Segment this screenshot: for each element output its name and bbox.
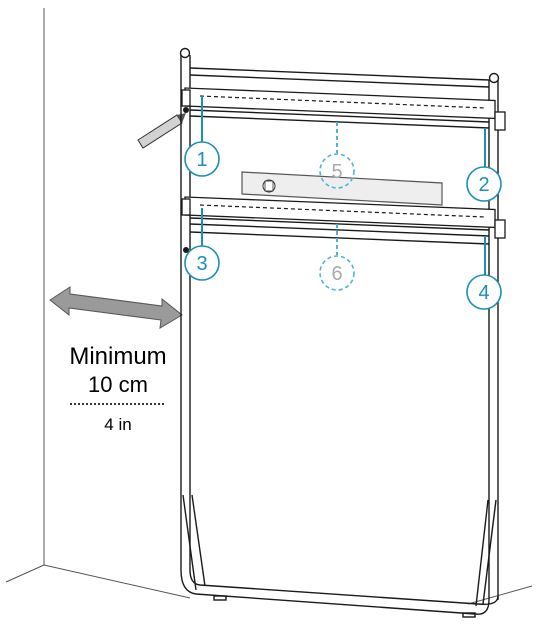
callout-3: 3 (184, 245, 220, 281)
distance-arrow (49, 286, 183, 329)
lower-bracket (181, 196, 506, 239)
mounting-points (183, 107, 189, 253)
minimum-label: Minimum (69, 343, 166, 370)
callout-4-label: 4 (478, 282, 489, 304)
callout-6: 6 (319, 255, 355, 291)
wall (5, 8, 533, 605)
upper-bracket (181, 87, 506, 131)
callout-1: 1 (184, 141, 220, 177)
callout-1-label: 1 (196, 149, 207, 171)
callout-2: 2 (466, 166, 502, 202)
callout-6-label: 6 (331, 263, 342, 285)
callout-leaders (201, 96, 486, 275)
distance-imperial-label: 4 in (104, 415, 131, 434)
callout-4: 4 (466, 274, 502, 310)
callout-5-label: 5 (331, 161, 342, 183)
towel-rail-frame (179, 47, 500, 618)
callout-5: 5 (319, 153, 355, 189)
spirit-level (241, 171, 443, 206)
distance-metric-label: 10 cm (88, 372, 148, 397)
minimum-distance-label: Minimum 10 cm 4 in (69, 343, 166, 434)
callout-2-label: 2 (478, 174, 489, 196)
pencil-icon (137, 113, 186, 149)
callout-3-label: 3 (196, 253, 207, 275)
